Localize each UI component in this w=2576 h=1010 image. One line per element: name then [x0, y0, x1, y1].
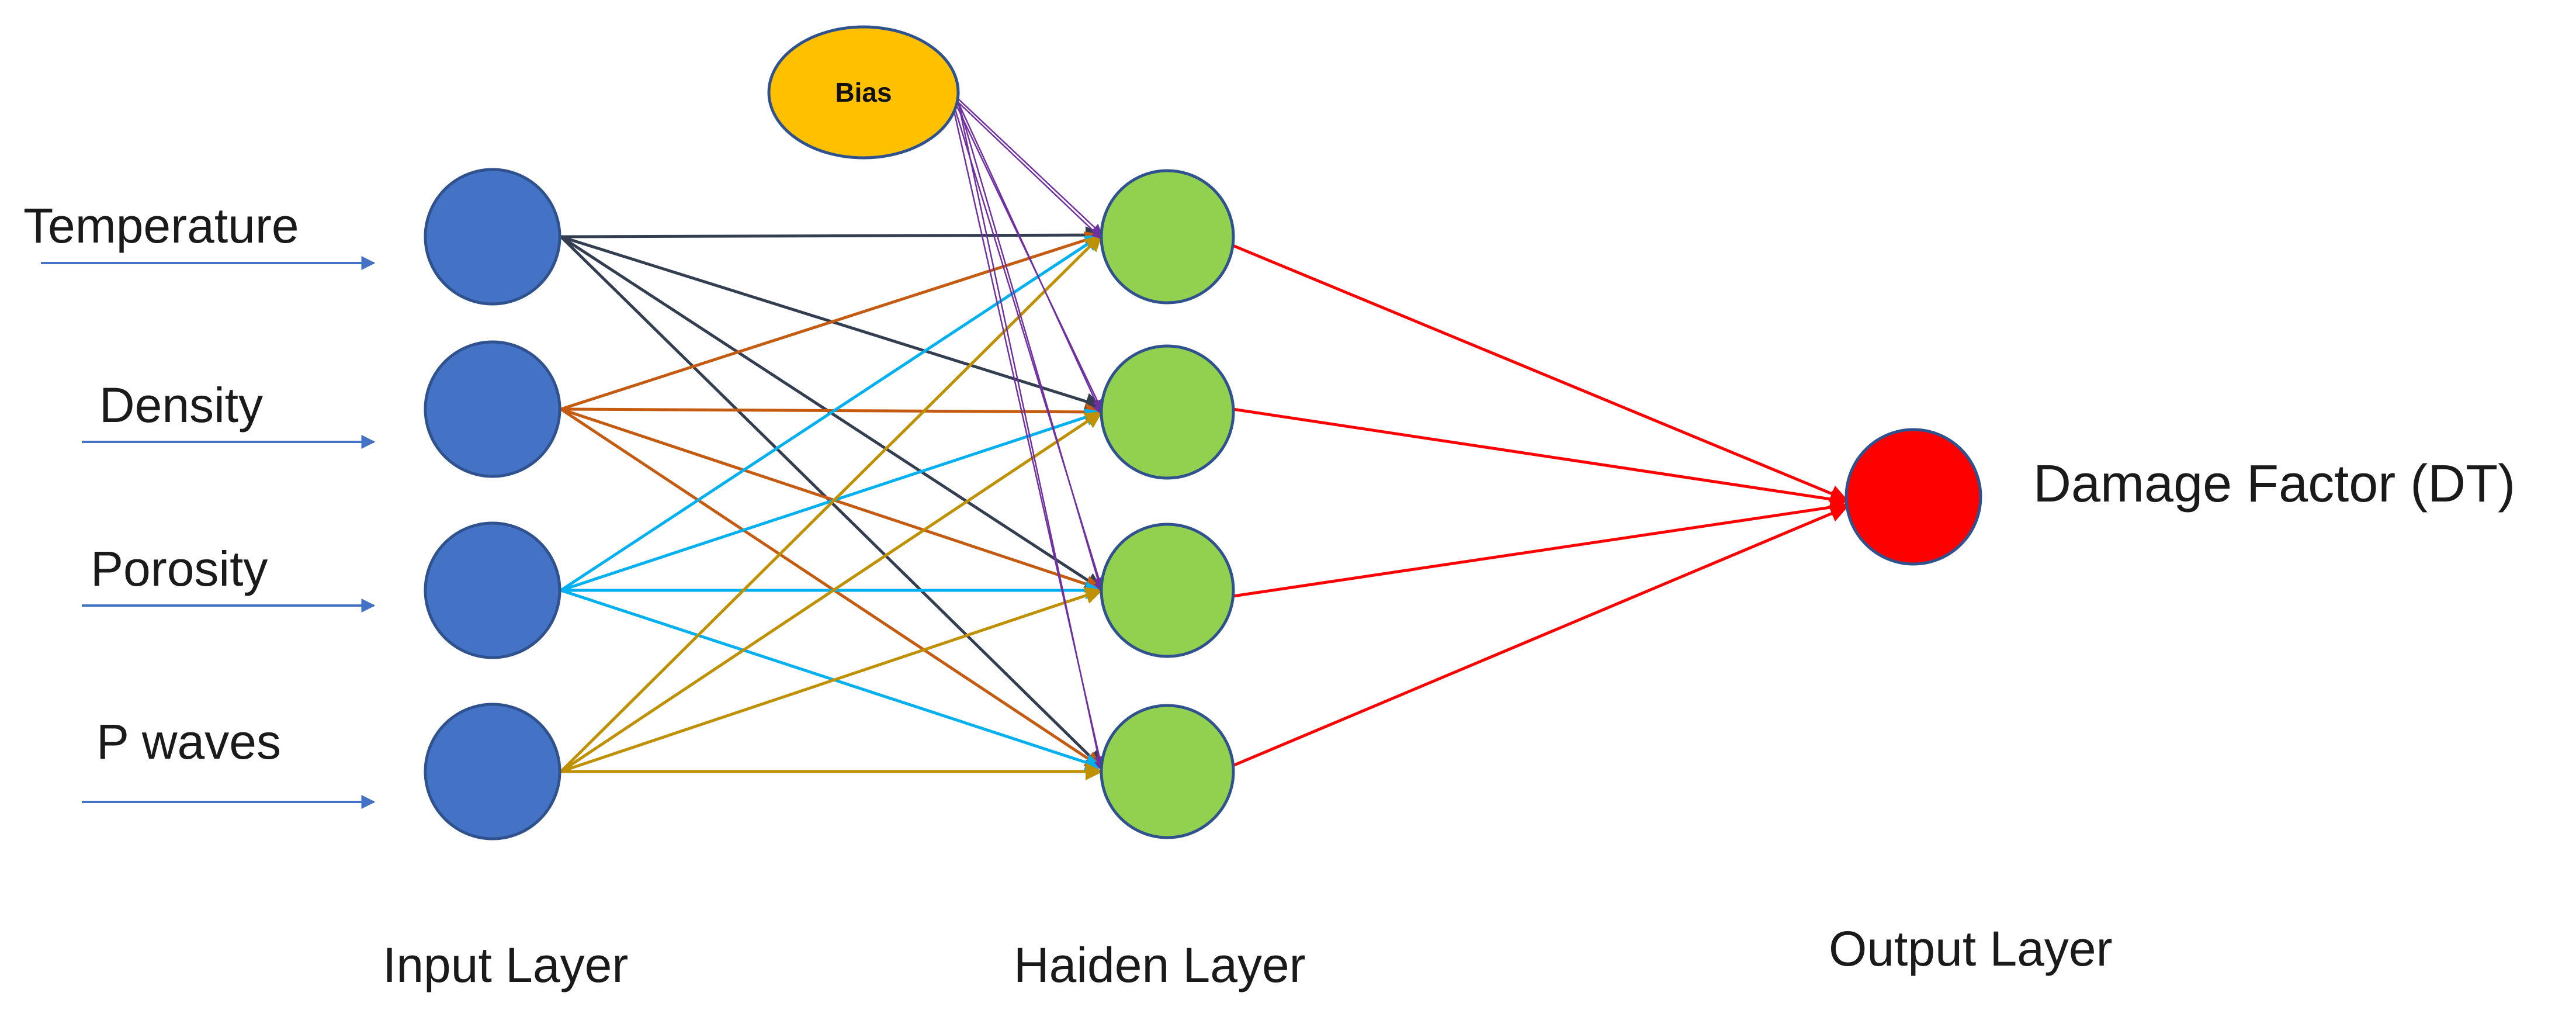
input-arrows — [41, 256, 376, 809]
edge-density-h3 — [560, 407, 1103, 593]
hidden-layer-nodes — [1100, 169, 1235, 839]
connections-output — [1232, 244, 1848, 767]
hidden-node-4 — [1100, 704, 1235, 839]
hidden-node-1 — [1100, 169, 1235, 305]
hidden-node-2 — [1100, 344, 1235, 480]
output-node — [1845, 428, 1982, 566]
input-layer-nodes — [424, 168, 561, 840]
bias-label: Bias — [835, 77, 892, 108]
input-node-density — [424, 340, 561, 478]
layer-labels: Input Layer Haiden Layer Output Layer — [383, 921, 2113, 992]
input-label-density: Density — [99, 378, 263, 433]
connections-bias — [948, 90, 1105, 772]
edge-h2-output — [1232, 407, 1848, 508]
connections-p-waves — [560, 233, 1103, 780]
input-label-p-waves: P waves — [96, 714, 281, 769]
input-labels: Temperature Density Porosity P waves — [23, 198, 299, 769]
edge-p-waves-h2 — [560, 410, 1103, 773]
connections-density — [560, 231, 1103, 769]
edge-bias-h1 — [949, 90, 1102, 235]
edge-temperature-h1 — [560, 226, 1103, 244]
edge-h4-output — [1232, 505, 1848, 767]
bias-node — [767, 25, 960, 160]
output-label: Damage Factor (DT) — [2033, 455, 2515, 513]
bias-node-group: Bias — [767, 25, 960, 160]
hidden-layer-label: Haiden Layer — [1014, 938, 1306, 992]
output-layer-label: Output Layer — [1829, 921, 2113, 976]
edge-h1-output — [1232, 244, 1848, 502]
edge-p-waves-h3 — [560, 587, 1103, 773]
input-node-temperature — [424, 168, 561, 306]
edge-h3-output — [1232, 499, 1848, 598]
input-label-temperature: Temperature — [23, 198, 299, 253]
edge-bias-h1b — [958, 102, 1102, 240]
input-node-p-waves — [424, 703, 561, 840]
edge-bias-h4b — [957, 102, 1105, 772]
edge-porosity-h4 — [560, 589, 1103, 771]
hidden-node-3 — [1100, 523, 1235, 658]
input-layer-label: Input Layer — [383, 938, 628, 992]
edge-density-h1 — [560, 231, 1103, 411]
edge-density-h2 — [560, 403, 1103, 421]
edge-bias-h3b — [957, 102, 1104, 593]
input-label-porosity: Porosity — [91, 541, 268, 596]
edge-p-waves-h1 — [560, 233, 1103, 773]
edge-bias-h2b — [957, 102, 1102, 415]
edge-density-h4 — [560, 407, 1103, 769]
input-node-porosity — [424, 521, 561, 659]
